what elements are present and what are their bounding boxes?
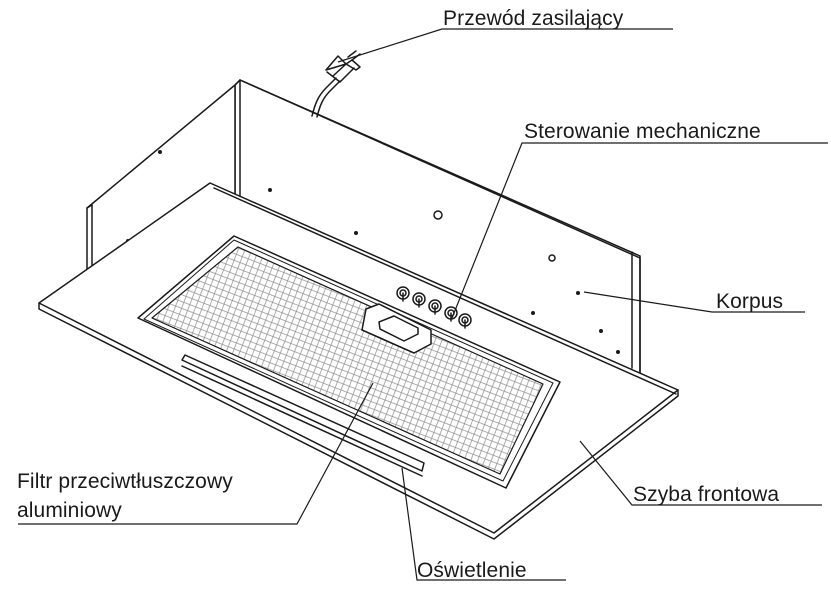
label-lighting: Oświetlenie bbox=[417, 559, 527, 582]
leader-filter bbox=[18, 382, 374, 525]
label-grease-filter-line2: aluminiowy bbox=[17, 499, 122, 522]
label-mechanical-control: Sterowanie mechaniczne bbox=[524, 120, 761, 143]
label-power-cord: Przewód zasilający bbox=[443, 7, 624, 30]
grease-filter bbox=[137, 235, 561, 489]
light-strip bbox=[181, 354, 425, 477]
label-front-glass: Szyba frontowa bbox=[633, 483, 780, 506]
leader-lighting bbox=[401, 467, 566, 581]
leader-front-glass bbox=[579, 440, 822, 506]
leader-mechanical-control bbox=[451, 142, 828, 319]
label-housing: Korpus bbox=[716, 290, 784, 313]
control-knobs bbox=[396, 286, 472, 329]
label-grease-filter: Filtr przeciwtłuszczowy aluminiowy bbox=[17, 467, 233, 525]
power-cord bbox=[311, 50, 361, 118]
leader-power-cord bbox=[337, 28, 673, 63]
housing-body bbox=[86, 79, 641, 440]
leader-housing bbox=[583, 291, 805, 313]
label-grease-filter-line1: Filtr przeciwtłuszczowy bbox=[17, 470, 233, 493]
control-panel bbox=[396, 286, 472, 329]
